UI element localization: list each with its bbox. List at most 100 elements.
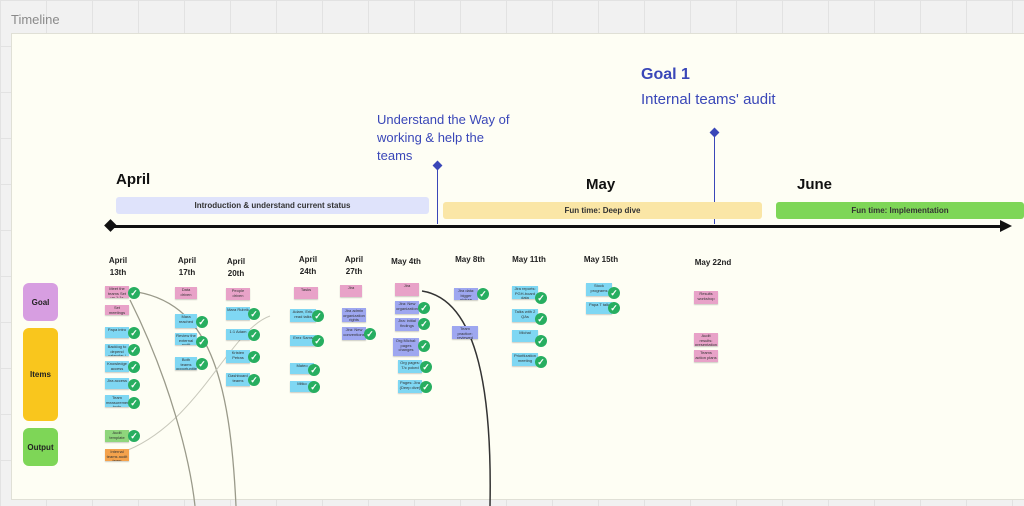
sticky-note[interactable]: Backlog to depend calendar / 1:1s xyxy=(105,344,129,356)
phase-implementation[interactable]: Fun time: Implementation xyxy=(776,202,1024,219)
check-icon: ✓ xyxy=(308,381,320,393)
sticky-note[interactable]: Mateo xyxy=(290,363,314,374)
timeline-board[interactable] xyxy=(11,33,1024,500)
check-icon: ✓ xyxy=(128,344,140,356)
sticky-note[interactable]: Jira: New organization xyxy=(395,301,419,314)
check-icon: ✓ xyxy=(196,336,208,348)
sticky-note[interactable]: Erez Sams xyxy=(290,335,316,346)
sticky-note[interactable]: Jira reports: PGH-board data xyxy=(512,286,538,299)
goal-1-description: Internal teams' audit xyxy=(641,91,776,108)
sticky-note[interactable]: Adam, Erik, read talks xyxy=(290,309,316,322)
sticky-note[interactable]: Pages: Jira (Deep dive) xyxy=(398,380,422,393)
phase-deep-dive[interactable]: Fun time: Deep dive xyxy=(443,202,762,219)
sticky-note[interactable]: Jira data: bigger picture xyxy=(454,288,478,300)
check-icon: ✓ xyxy=(608,302,620,314)
sticky-note[interactable]: Teams action plans xyxy=(694,350,718,362)
sticky-note[interactable]: Mitko xyxy=(290,381,314,392)
check-icon: ✓ xyxy=(535,292,547,304)
date-april-13: April 13th xyxy=(108,256,128,277)
sticky-note[interactable]: Jira: New conventions xyxy=(342,327,366,340)
sticky-note[interactable]: Jira: initial findings xyxy=(395,318,419,331)
phase-introduction[interactable]: Introduction & understand current status xyxy=(116,197,429,214)
check-icon: ✓ xyxy=(418,318,430,330)
check-icon: ✓ xyxy=(364,328,376,340)
date-may-22: May 22nd xyxy=(694,258,732,267)
date-may-8: May 8th xyxy=(455,255,485,264)
date-may-15: May 15th xyxy=(583,255,619,264)
check-icon: ✓ xyxy=(535,335,547,347)
check-icon: ✓ xyxy=(128,327,140,339)
check-icon: ✓ xyxy=(128,379,140,391)
check-icon: ✓ xyxy=(535,356,547,368)
sticky-note[interactable]: Team practice: reviewed xyxy=(452,326,478,339)
check-icon: ✓ xyxy=(312,310,324,322)
sticky-note[interactable]: Both teams opportunities xyxy=(175,357,197,370)
understand-stem xyxy=(437,166,438,224)
sticky-note[interactable]: Jira xyxy=(340,285,362,297)
check-icon: ✓ xyxy=(477,288,489,300)
sticky-note[interactable]: Team measurement tools xyxy=(105,395,129,407)
sticky-note[interactable]: Set meetings calendar xyxy=(105,305,129,315)
sticky-note[interactable]: Org pages: T/c poked xyxy=(398,360,422,373)
sticky-note[interactable]: People driven xyxy=(226,288,250,300)
sticky-note[interactable]: Kristen Petras xyxy=(226,350,250,363)
sticky-note[interactable]: Knowledge access xyxy=(105,361,129,372)
sticky-note[interactable]: 1:1 Adam xyxy=(226,329,250,340)
sticky-note[interactable]: Org Michal: pages changes xyxy=(393,338,419,356)
sticky-note[interactable]: Mara Rubrik xyxy=(226,307,250,320)
sticky-note[interactable]: Jira admin organization rights xyxy=(342,308,366,322)
date-april-20: April 20th xyxy=(226,257,246,278)
check-icon: ✓ xyxy=(248,351,260,363)
sticky-note[interactable]: Dashboard teams xyxy=(226,373,250,386)
sticky-note[interactable]: Jira access xyxy=(105,378,129,389)
date-may-4: May 4th xyxy=(391,257,421,266)
date-april-27: April 27th xyxy=(344,255,364,276)
frame-title: Timeline xyxy=(11,12,60,27)
check-icon: ✓ xyxy=(248,329,260,341)
row-label-output[interactable]: Output xyxy=(23,428,58,466)
sticky-note[interactable]: Mara reached xyxy=(175,314,197,328)
sticky-note[interactable]: Michal xyxy=(512,330,538,342)
row-label-items[interactable]: Items xyxy=(23,328,58,421)
date-may-11: May 11th xyxy=(512,255,546,264)
check-icon: ✓ xyxy=(312,335,324,347)
sticky-note[interactable]: Papa intro xyxy=(105,327,129,338)
check-icon: ✓ xyxy=(418,340,430,352)
check-icon: ✓ xyxy=(196,358,208,370)
sticky-note[interactable]: Stock programs xyxy=(586,283,612,296)
check-icon: ✓ xyxy=(418,302,430,314)
check-icon: ✓ xyxy=(248,374,260,386)
date-april-17: April 17th xyxy=(177,256,197,277)
sticky-note[interactable]: Internal teams audit team reviewed xyxy=(105,449,129,461)
check-icon: ✓ xyxy=(128,397,140,409)
check-icon: ✓ xyxy=(420,361,432,373)
check-icon: ✓ xyxy=(248,308,260,320)
month-april: April xyxy=(116,171,151,188)
date-april-24: April 24th xyxy=(298,255,318,276)
check-icon: ✓ xyxy=(128,361,140,373)
sticky-note[interactable]: Meet the teams Set up 1:1s xyxy=(105,286,129,298)
sticky-note[interactable]: Review the external audit xyxy=(175,333,197,345)
sticky-note[interactable]: Tasks xyxy=(294,287,318,299)
goal-1-stem xyxy=(714,133,715,224)
timeline-axis xyxy=(112,225,1008,228)
check-icon: ✓ xyxy=(608,287,620,299)
axis-arrow-icon xyxy=(1000,220,1012,232)
sticky-note[interactable]: Data driven xyxy=(175,287,197,299)
sticky-note[interactable]: Results workshop xyxy=(694,291,718,304)
check-icon: ✓ xyxy=(128,287,140,299)
sticky-note[interactable]: Talks with 2 QAs xyxy=(512,309,538,322)
row-label-goal[interactable]: Goal xyxy=(23,283,58,321)
check-icon: ✓ xyxy=(535,313,547,325)
month-june: June xyxy=(797,176,833,193)
sticky-note[interactable]: Papa T talk xyxy=(586,302,612,314)
understand-annotation: Understand the Way of working & help the… xyxy=(377,112,510,163)
goal-1-title: Goal 1 xyxy=(641,66,690,83)
sticky-note[interactable]: Audit results: presentation xyxy=(694,333,718,346)
sticky-note[interactable]: Jira xyxy=(395,283,419,296)
month-may: May xyxy=(586,176,616,193)
sticky-note[interactable]: Prioritization meeting xyxy=(512,353,538,366)
check-icon: ✓ xyxy=(196,316,208,328)
sticky-note[interactable]: Audit template xyxy=(105,430,129,442)
